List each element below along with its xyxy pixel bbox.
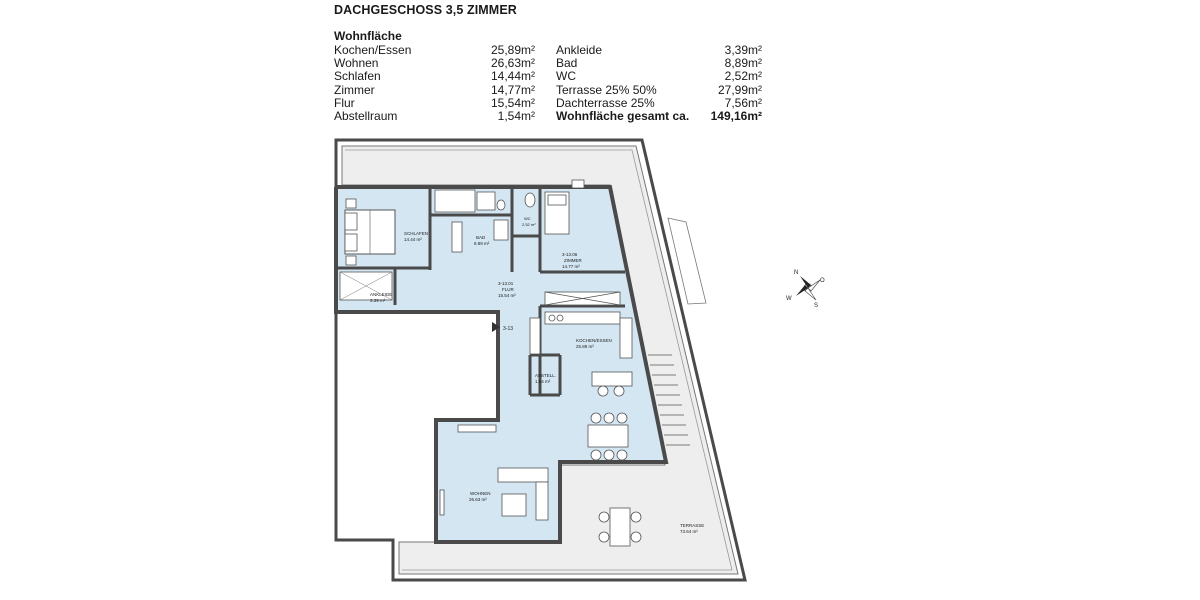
compass-s: S xyxy=(814,303,818,309)
area-table-heading: Wohnfläche xyxy=(334,29,402,43)
room-name-ankleide: ANKLEIDE xyxy=(370,292,392,297)
room-name-wohnen: WOHNEN xyxy=(470,491,491,496)
room-code-flur: 3-13.01 xyxy=(498,281,514,286)
area-total-value: 149,16m² xyxy=(710,108,762,123)
terrace-stair xyxy=(648,354,690,446)
room-area-wc: 2.52 m² xyxy=(522,222,536,227)
area-value: 26,63m² xyxy=(490,56,535,71)
area-total-label: Wohnfläche gesamt ca. xyxy=(556,108,690,123)
area-column-left: Kochen/Essen 25,89m² Wohnen 26,63m² Schlaf… xyxy=(334,43,535,123)
area-value: 14,77m² xyxy=(490,82,535,97)
room-area-schlafen: 14.44 m² xyxy=(404,237,422,242)
wardrobe-zimmer xyxy=(544,291,621,306)
area-row: Bad 8,89m² xyxy=(556,56,762,71)
entrance-label: 3-13 xyxy=(503,326,513,332)
area-row: WC 2,52m² xyxy=(556,70,762,83)
area-value: 15,54m² xyxy=(490,95,535,110)
room-name-kochen: KOCHEN/ESSEN xyxy=(576,338,612,343)
area-value: 1,54m² xyxy=(497,108,535,123)
room-code-zimmer: 3-13.06 xyxy=(562,252,578,257)
area-value: 7,56m² xyxy=(724,95,762,110)
area-label: Flur xyxy=(334,95,355,110)
area-value: 2,52m² xyxy=(724,69,762,84)
area-row: Wohnen 26,63m² xyxy=(334,56,535,71)
area-row: Zimmer 14,77m² xyxy=(334,82,535,97)
compass-w: W xyxy=(786,296,792,302)
area-value: 27,99m² xyxy=(717,82,762,97)
area-value: 14,44m² xyxy=(490,69,535,84)
kitchen-counter xyxy=(529,311,633,359)
room-area-wohnen: 26.63 m² xyxy=(469,497,487,502)
room-name-flur: FLUR xyxy=(502,287,515,292)
entrance-arrow-icon xyxy=(492,322,500,332)
room-name-wc: WC xyxy=(524,216,531,221)
exterior-wall xyxy=(334,185,669,544)
tv-unit xyxy=(439,489,445,516)
room-area-terrasse: 73.64 m² xyxy=(680,529,698,534)
area-row: Schlafen 14,44m² xyxy=(334,70,535,83)
bathroom-fixtures xyxy=(434,189,536,253)
area-label: Ankleide xyxy=(556,43,603,57)
area-row: Terrasse 25% 50% 27,99m² xyxy=(556,82,762,97)
room-area-ankleide: 3.39 m² xyxy=(370,298,386,303)
area-value: 8,89m² xyxy=(724,56,762,71)
compass-o: O xyxy=(820,278,825,284)
area-label: Schlafen xyxy=(334,69,381,84)
bed-zimmer xyxy=(544,179,585,235)
kitchen-island xyxy=(591,371,633,397)
area-label: Wohnen xyxy=(334,56,379,71)
terrace-table xyxy=(598,507,642,547)
area-value: 3,39m² xyxy=(724,43,762,57)
area-row: Kochen/Essen 25,89m² xyxy=(334,43,535,57)
area-label: Bad xyxy=(556,56,578,71)
room-name-terrasse: TERRASSE xyxy=(680,523,704,528)
apartment-floor xyxy=(336,187,666,540)
room-area-zimmer: 14.77 m² xyxy=(562,264,580,269)
room-area-bad: 8.89 m² xyxy=(474,241,490,246)
area-value: 25,89m² xyxy=(490,43,535,57)
room-name-bad: BAD xyxy=(476,235,486,240)
terrace-parapet-line xyxy=(345,149,733,571)
area-column-right: Ankleide 3,39m² Bad 8,89m² WC 2,52m² Terras… xyxy=(556,43,762,123)
area-label: Kochen/Essen xyxy=(334,43,412,57)
area-label: WC xyxy=(556,69,576,84)
room-name-zimmer: ZIMMER xyxy=(564,258,582,263)
room-area-abstell: 1.54 m² xyxy=(535,379,551,384)
area-table: Wohnfläche Kochen/Essen 25,89m² Wohnen 26,… xyxy=(334,29,764,122)
room-area-flur: 15.54 m² xyxy=(498,293,516,298)
area-label: Dachterrasse 25% xyxy=(556,95,655,110)
wardrobe-ankleide xyxy=(339,271,393,301)
area-label: Abstellraum xyxy=(334,108,398,123)
appliance-strip xyxy=(457,424,497,433)
room-area-kochen: 25.89 m² xyxy=(576,344,594,349)
roof-window xyxy=(667,217,707,305)
sofa-wohnen xyxy=(497,467,549,521)
area-label: Terrasse 25% 50% xyxy=(556,82,657,97)
area-row: Abstellraum 1,54m² xyxy=(334,108,535,123)
compass-n: N xyxy=(794,270,798,276)
room-name-abstell: ABSTELL. xyxy=(535,373,556,378)
area-row: Dachterrasse 25% 7,56m² xyxy=(556,95,762,110)
dining-table xyxy=(587,412,629,461)
area-row: Flur 15,54m² xyxy=(334,95,535,110)
floor-plan: 3-13 SCHLAFEN 14.44 m² BAD 8.89 m² WC 2.… xyxy=(334,138,825,582)
page-title: DACHGESCHOSS 3,5 ZIMMER xyxy=(334,3,517,17)
area-total-row: Wohnfläche gesamt ca. 149,16m² xyxy=(556,108,762,123)
compass-icon: N O S W xyxy=(786,270,825,309)
room-name-schlafen: SCHLAFEN xyxy=(404,231,428,236)
bed-schlafen xyxy=(344,198,396,266)
area-row: Ankleide 3,39m² xyxy=(556,43,762,57)
area-label: Zimmer xyxy=(334,82,375,97)
